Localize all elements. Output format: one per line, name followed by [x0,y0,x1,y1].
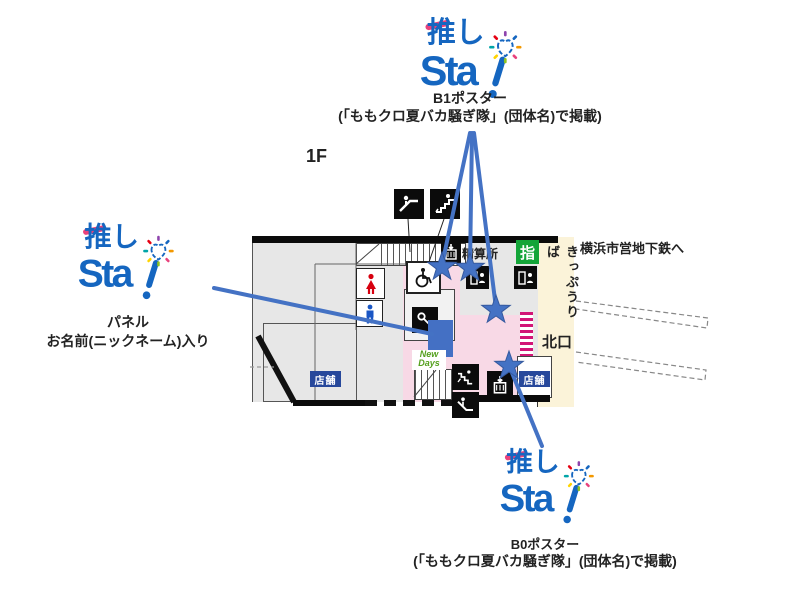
escalator-leader-line [407,218,411,253]
to-subway-label: 横浜市営地下鉄へ [580,241,685,256]
b0-poster-title: B0ポスター [510,537,580,552]
fare-counter-icon-2 [514,266,537,289]
shop-label-right: 店舗 [519,371,550,387]
b1-poster-subtitle: (「ももクロ夏バカ騒ぎ隊」(団体名)で掲載) [338,108,602,124]
walkway-lower [575,351,707,381]
fare-adjustment-label: 精算所 [462,247,499,261]
fare-counter-icon [466,266,489,289]
womens-restroom-icon [356,268,385,299]
wheelchair-icon [406,261,441,294]
lower-stairs-area [414,369,453,400]
stairs-down-icon [452,364,479,390]
diagonal-border [255,334,297,404]
panel-title: パネル [107,314,149,330]
newdays-store-logo: New Days [412,350,446,370]
map-bottom-edge-left [293,400,365,406]
stairs-up-icon [430,189,460,219]
shop-label-left: 店舗 [310,371,341,387]
floor-label: 1F [306,146,328,166]
ticket-machine-icon-bottom [487,371,513,399]
b1-poster-title: B1ポスター [433,90,507,106]
escalator-down-icon [452,392,479,418]
mens-restroom-icon [356,300,383,327]
ticket-sales-label: きっぷうりば [545,245,579,320]
oshi-sta-logo-bottom [498,436,598,528]
oshi-sta-logo-left [76,210,178,304]
north-exit-label: 北口 [542,334,573,351]
ticket-machine-icon [441,241,461,263]
reserved-seat-sign: 指 [516,240,539,264]
b0-poster-subtitle: (「ももクロ夏バカ騒ぎ隊」(団体名)で掲載) [413,553,677,569]
walkway-upper [575,300,709,329]
subway-stairs-stripes [520,312,533,359]
map-top-edge [252,236,558,243]
panel-subtitle: お名前(ニックネーム)入り [46,333,210,349]
escalator-icon [394,189,424,219]
